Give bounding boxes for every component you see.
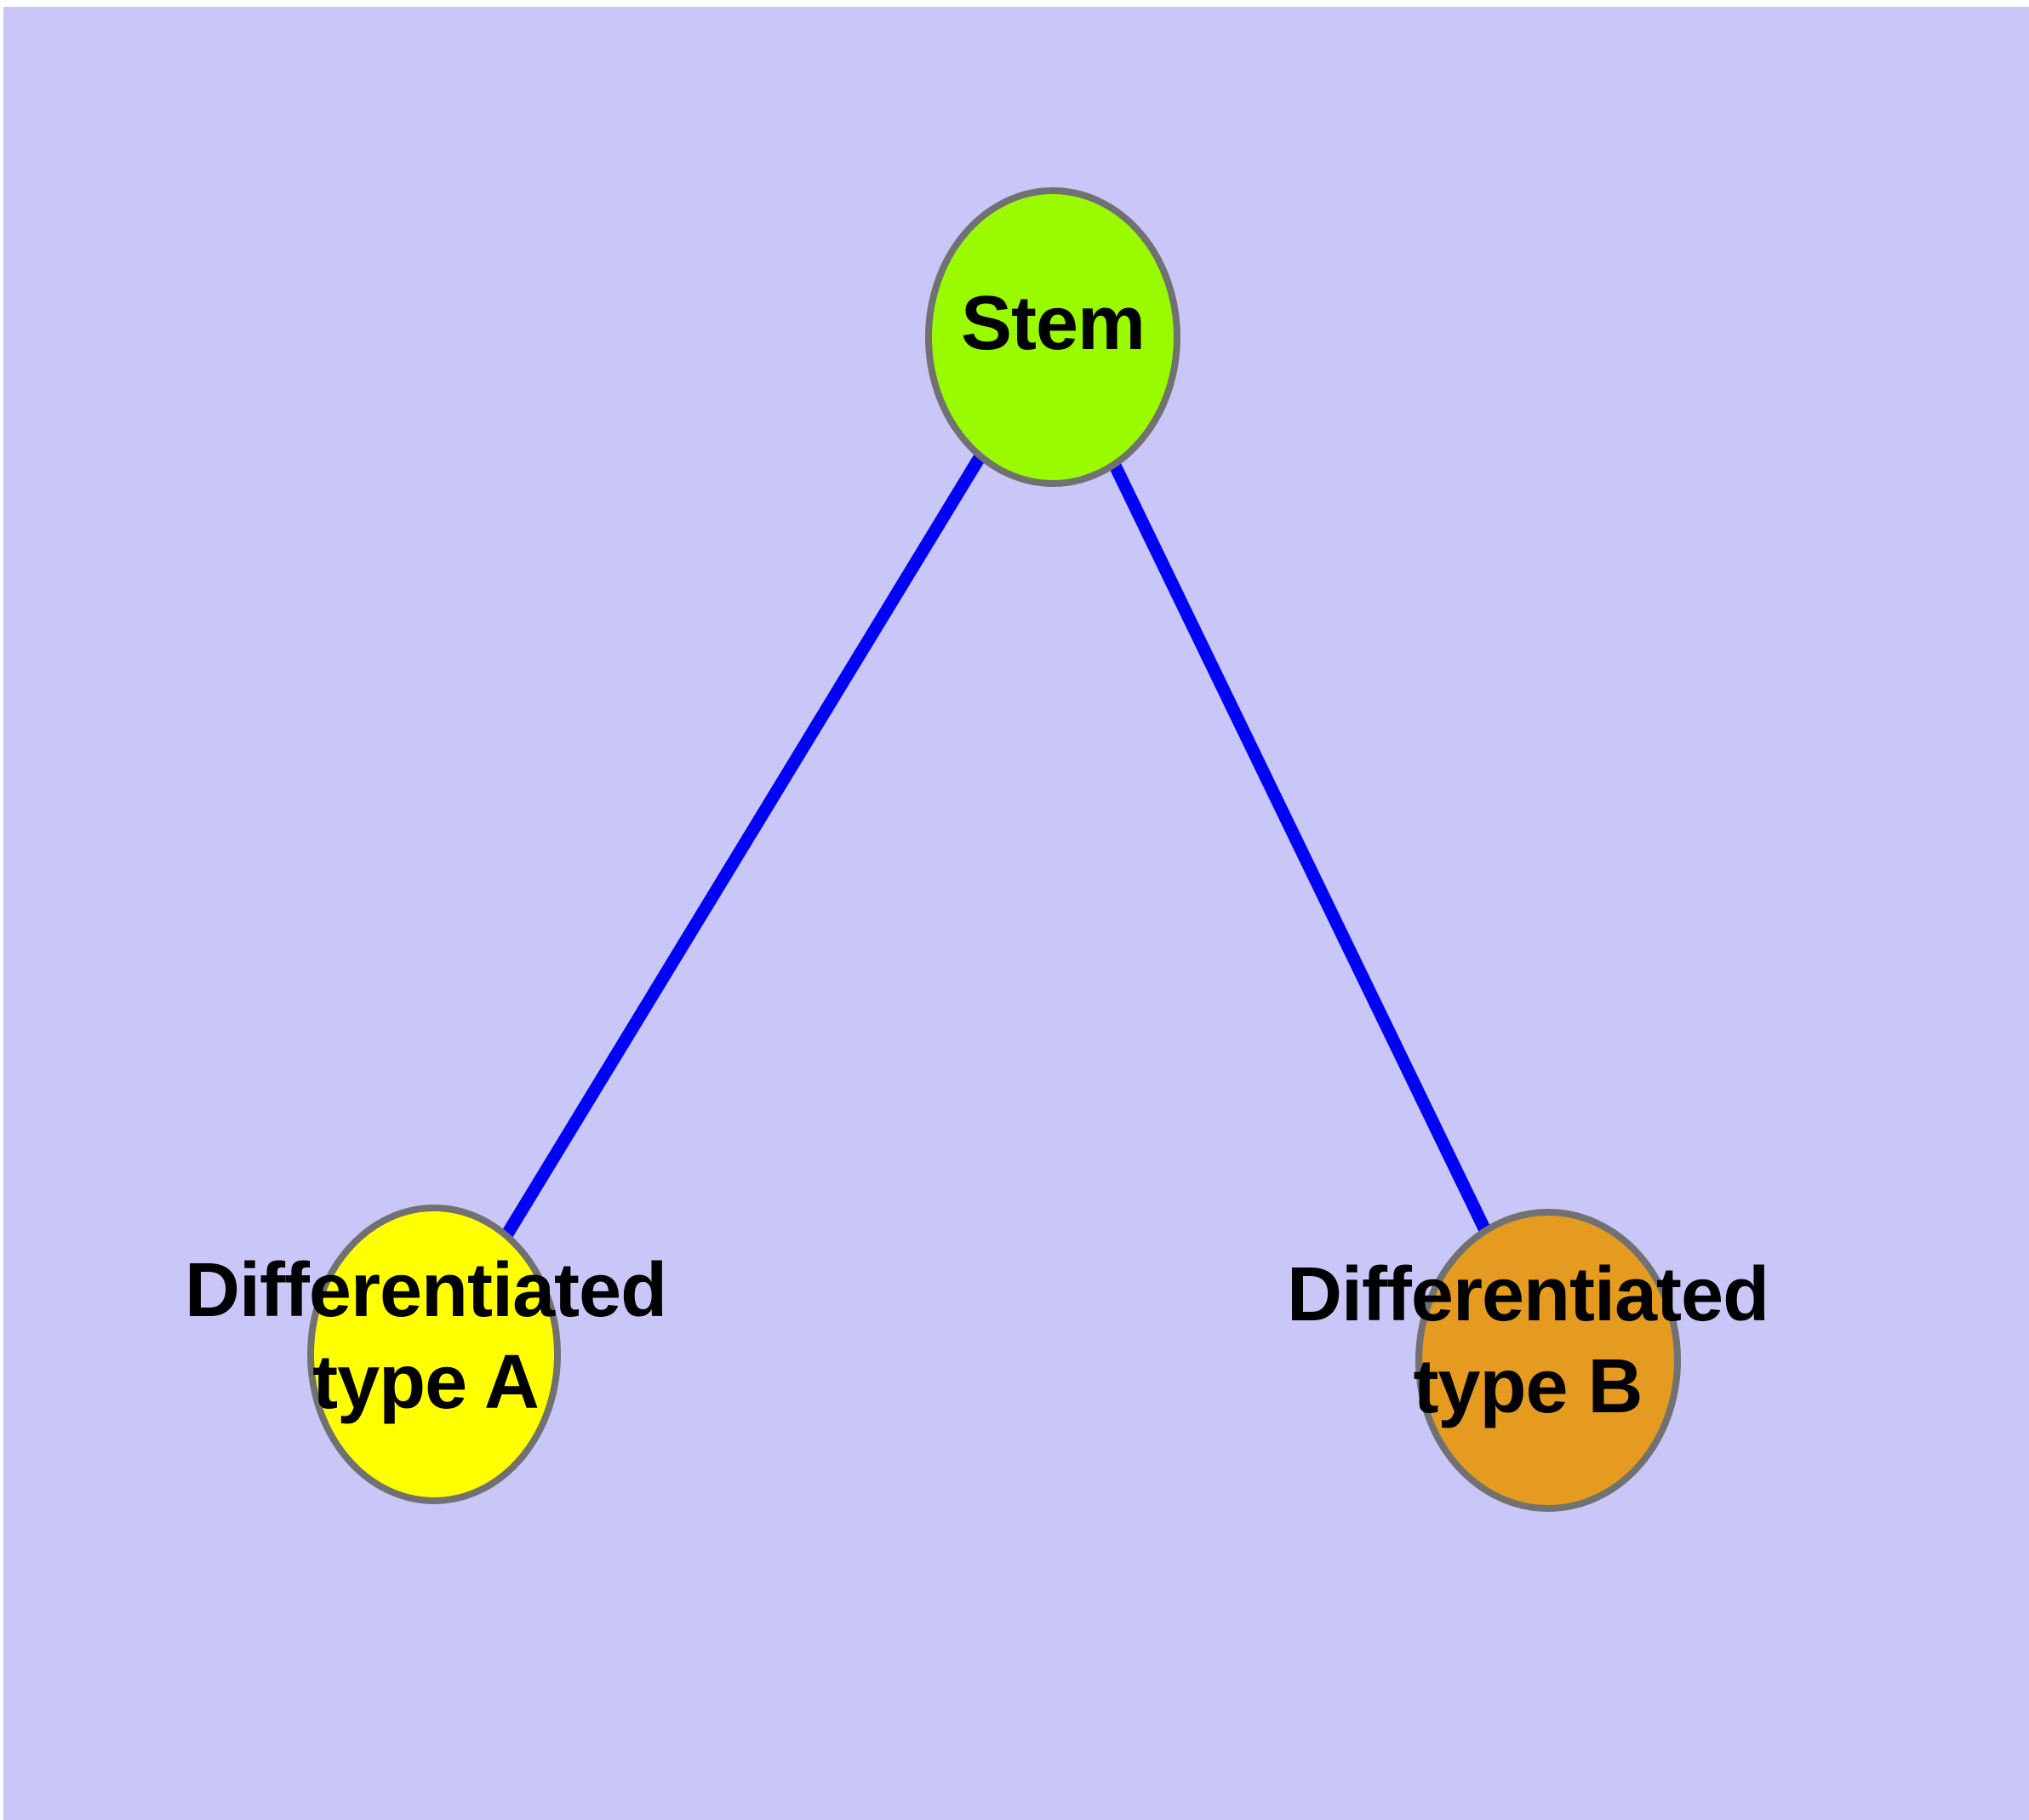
graph-svg bbox=[307, 187, 1681, 1512]
node-stem-circle bbox=[925, 187, 1180, 487]
node-type-a-label-line-1: Differentiated bbox=[184, 1248, 667, 1333]
node-type-b-label: Differentiated type B bbox=[1287, 1249, 1769, 1433]
node-stem-label: Stem bbox=[960, 278, 1146, 369]
node-type-a-label: Differentiated type A bbox=[184, 1245, 667, 1428]
node-stem-label-line: Stem bbox=[960, 281, 1146, 366]
node-type-b-label-line-2: type B bbox=[1413, 1344, 1643, 1429]
diagram-canvas: Stem Differentiated type A Differentiate… bbox=[3, 7, 2029, 1820]
node-type-b-circle bbox=[1415, 1209, 1681, 1512]
edge-stem-to-type-a bbox=[428, 334, 1059, 1358]
node-type-b-label-line-1: Differentiated bbox=[1286, 1252, 1769, 1337]
node-type-a-label-line-2: type A bbox=[312, 1340, 540, 1425]
edge-stem-to-type-b bbox=[1047, 334, 1554, 1364]
node-type-a-circle bbox=[307, 1205, 561, 1504]
